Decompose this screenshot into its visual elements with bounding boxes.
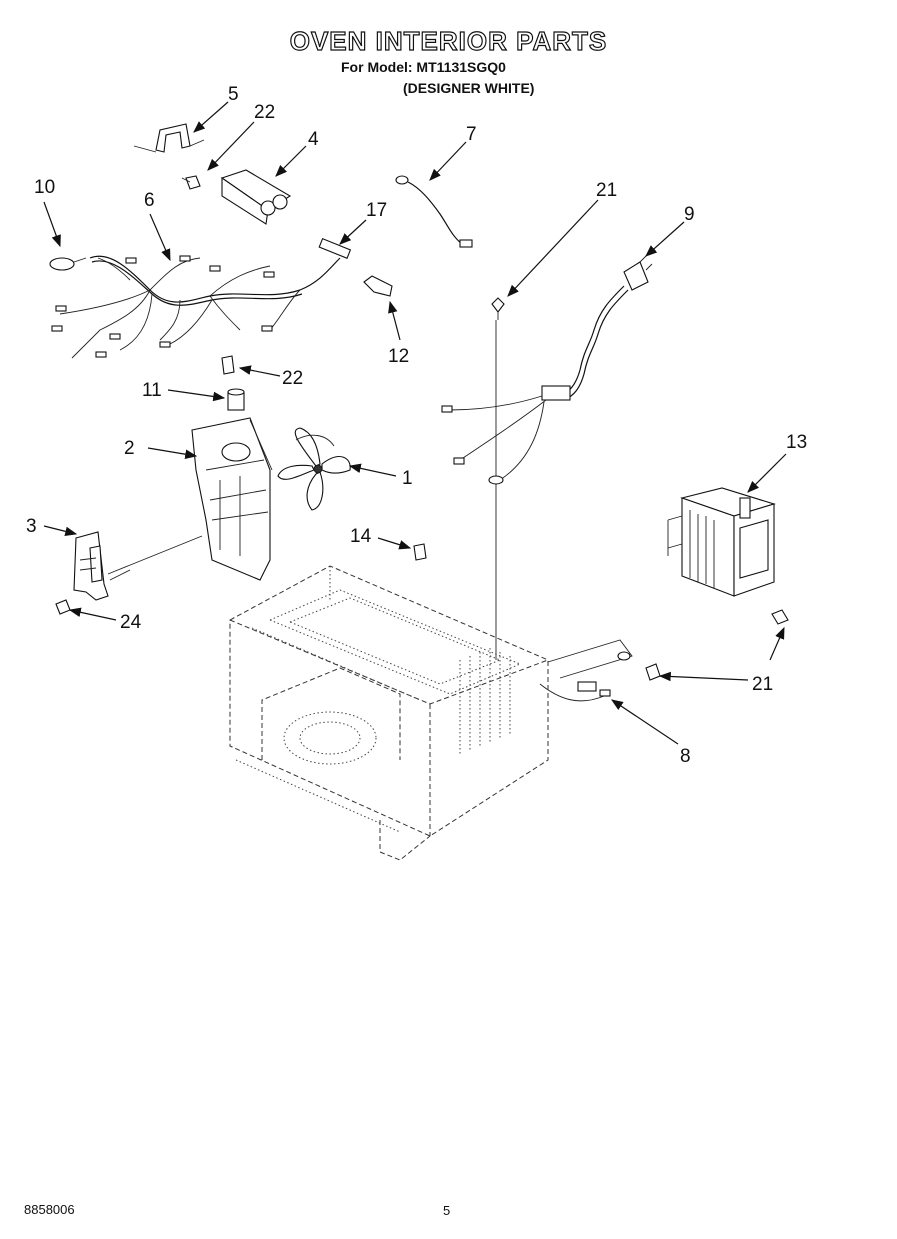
part-2-fan-bracket [191, 417, 273, 581]
callout-1: 1 [402, 468, 413, 489]
callout-9: 9 [684, 204, 695, 225]
part-11-bearing [227, 388, 245, 411]
oven-cavity [229, 565, 549, 861]
callout-21-lower: 21 [752, 674, 773, 695]
part-9-power-cord [441, 255, 653, 485]
part-13-magnetron [667, 487, 776, 597]
part-21-screw-upper [491, 297, 505, 660]
callout-22-middle: 22 [282, 368, 303, 389]
callout-7: 7 [466, 124, 477, 145]
callout-24: 24 [120, 612, 142, 633]
part-21-screw-lower [645, 609, 789, 681]
callout-12: 12 [388, 346, 409, 367]
callout-21-upper: 21 [596, 180, 617, 201]
doc-number: 8858006 [24, 1202, 75, 1217]
part-22-screw-middle [221, 355, 235, 375]
callout-4: 4 [308, 129, 319, 150]
part-24-screw [55, 599, 71, 615]
callout-22-top: 22 [254, 102, 275, 123]
callout-17: 17 [366, 200, 387, 221]
part-1-fan-blade [277, 427, 351, 511]
part-4-capacitor [220, 169, 292, 225]
model-line: For Model: MT1131SGQ0 [341, 59, 506, 75]
callout-8: 8 [680, 746, 691, 767]
part-8-interlock-wire [539, 639, 633, 702]
part-17-fuse [318, 237, 352, 259]
part-5-bracket [133, 123, 205, 153]
part-7-wire [395, 175, 473, 248]
callout-11: 11 [142, 380, 162, 401]
page-title: OVEN INTERIOR PARTS [289, 25, 608, 56]
callout-numbers: 5 22 4 10 6 17 7 21 9 12 22 11 2 1 13 3 … [26, 84, 807, 767]
part-12-switch-lever [363, 275, 393, 297]
callout-13: 13 [786, 432, 807, 453]
page-number: 5 [443, 1203, 451, 1218]
part-6-wire-harness [51, 255, 341, 359]
leader-lines [43, 101, 787, 745]
part-3-motor [73, 531, 203, 601]
color-line: (DESIGNER WHITE) [403, 80, 535, 96]
callout-2: 2 [124, 438, 135, 459]
callout-10: 10 [34, 177, 55, 198]
callout-14: 14 [350, 526, 372, 547]
part-10-thermal-cutout [49, 257, 87, 271]
callout-3: 3 [26, 516, 37, 537]
callout-6: 6 [144, 190, 155, 211]
part-22-screw-top [181, 175, 201, 190]
callout-5: 5 [228, 84, 239, 105]
part-14-clip [413, 543, 427, 561]
